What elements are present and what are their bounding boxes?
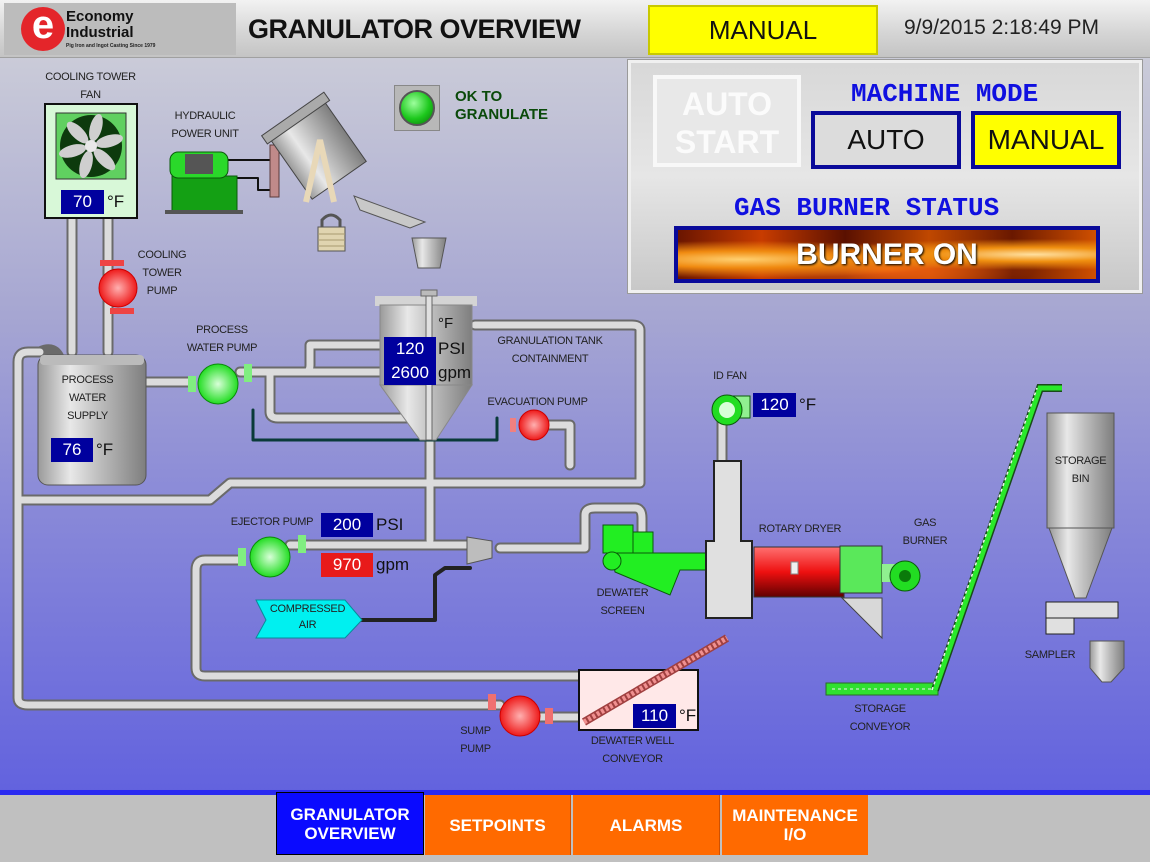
sampler-label: SAMPLER [1024, 649, 1076, 661]
datetime: 9/9/2015 2:18:49 PM [904, 16, 1099, 39]
logo-tagline: Pig Iron and Ingot Casting Since 1979 [66, 43, 156, 49]
logo-name-line1: Economy [66, 8, 134, 25]
process-water-temp-unit: °F [96, 440, 114, 459]
granulation-tank-temp-unit: °F [438, 315, 454, 332]
company-logo: Economy Industrial Pig Iron and Ingot Ca… [4, 3, 236, 55]
header-bar: Economy Industrial Pig Iron and Ingot Ca… [0, 0, 1150, 58]
fan-icon [59, 114, 123, 178]
ejector-pump-flow-unit: gpm [376, 555, 410, 574]
granulation-tank-pressure-unit: PSI [438, 339, 466, 358]
hydraulic-power-unit [165, 144, 280, 214]
ejector-pump-pressure-unit: PSI [376, 515, 404, 534]
id-fan-label: ID FAN [713, 370, 747, 382]
ejector-pump [238, 535, 493, 578]
mode-auto-button[interactable]: AUTO [811, 111, 961, 169]
rotary-dryer [753, 545, 921, 640]
ejector-pump-label: EJECTOR PUMP [230, 516, 314, 528]
nav-setpoints[interactable]: SETPOINTS [425, 795, 571, 855]
nav-alarms[interactable]: ALARMS [573, 795, 720, 855]
dryer-stack [705, 460, 753, 619]
process-water-temp: 76 [51, 438, 93, 462]
process-diagram [12, 91, 1125, 737]
granulation-tank-flow-unit: gpm [438, 363, 472, 382]
process-water-pump [188, 363, 252, 405]
page-title: GRANULATOR OVERVIEW [248, 14, 581, 44]
mode-manual-button[interactable]: MANUAL [971, 111, 1121, 169]
lock-icon [317, 213, 346, 252]
ejector-pump-flow: 970 [321, 553, 373, 577]
rotary-dryer-label: ROTARY DRYER [758, 523, 842, 535]
granulation-tank-flow: 2600 [384, 361, 436, 385]
storage-bin [1045, 412, 1125, 683]
cooling-tower-pump [98, 260, 138, 314]
id-fan-temp-unit: °F [799, 395, 817, 414]
id-fan [711, 394, 751, 426]
compressed-air-arrow [255, 599, 363, 639]
burner-status-indicator: BURNER ON [674, 226, 1100, 283]
logo-name: Economy Industrial [66, 9, 134, 41]
mode-badge: MANUAL [648, 5, 878, 55]
cooling-tower-temp: 70 [61, 190, 104, 214]
gas-burner-status-title: GAS BURNER STATUS [734, 193, 1000, 223]
machine-mode-title: MACHINE MODE [851, 79, 1039, 109]
id-fan-temp: 120 [753, 393, 796, 417]
divider [0, 790, 1150, 795]
cooling-tower-temp-unit: °F [107, 192, 125, 211]
ok-to-granulate-label: OK TO GRANULATE [455, 88, 549, 123]
logo-name-line2: Industrial [66, 24, 134, 41]
pipes [12, 159, 728, 723]
sump-pump [488, 694, 553, 737]
logo-e-icon [21, 3, 65, 51]
granulator-ladle [260, 91, 447, 269]
dewater-screen [602, 524, 713, 596]
storage-conveyor [825, 384, 1062, 696]
dewater-well-conveyor-temp-unit: °F [679, 706, 697, 725]
ejector-pump-pressure: 200 [321, 513, 373, 537]
compressed-air-line [360, 566, 472, 622]
granulation-tank-pressure: 120 [384, 337, 436, 361]
evacuation-pump-label: EVACUATION PUMP [487, 396, 588, 408]
containment-tray [251, 408, 499, 442]
dewater-well-conveyor-temp: 110 [633, 704, 676, 728]
ok-to-granulate-light [394, 85, 440, 131]
evacuation-pump [510, 409, 550, 441]
